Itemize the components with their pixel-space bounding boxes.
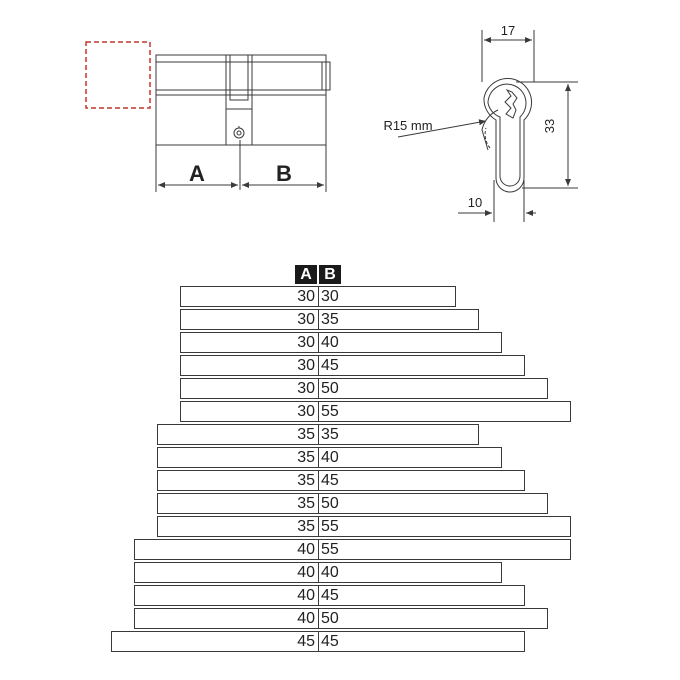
size-divider [318,470,319,491]
size-divider [318,562,319,583]
size-b-value: 40 [321,334,339,351]
size-a-value: 35 [297,518,315,535]
size-a-value: 40 [297,587,315,604]
size-divider [318,378,319,399]
dim-label-17: 17 [501,23,515,38]
radius-label: R15 mm [383,118,432,133]
size-divider [318,401,319,422]
technical-drawing: A B 17 33 10 R15 mm [85,23,578,222]
size-a-value: 30 [297,311,315,328]
size-a-value: 35 [297,495,315,512]
size-a-value: 40 [297,610,315,627]
size-divider [318,286,319,307]
size-row: 30 40 [180,332,502,353]
size-b-value: 35 [321,426,339,443]
fixing-screw-hole [233,127,245,139]
size-divider [318,447,319,468]
size-b-value: 45 [321,472,339,489]
size-a-value: 40 [297,564,315,581]
radius-leader [397,119,487,138]
size-divider [318,355,319,376]
size-row: 30 50 [180,378,548,399]
size-divider [318,424,319,445]
cam-arc [481,109,499,151]
size-a-value: 30 [297,357,315,374]
cylinder-lower-profile [155,95,327,146]
size-b-value: 30 [321,288,339,305]
size-row: 35 40 [157,447,502,468]
size-a-value: 30 [297,380,315,397]
cylinder-side-view [85,41,331,192]
size-row: 35 50 [157,493,548,514]
size-b-value: 50 [321,610,339,627]
size-b-value: 40 [321,564,339,581]
cam-placeholder [85,41,151,109]
size-b-value: 50 [321,495,339,512]
size-a-value: 35 [297,426,315,443]
size-row: 45 45 [111,631,525,652]
size-row: 30 55 [180,401,571,422]
size-table: 30 30 30 35 30 40 30 45 30 50 30 55 35 35 35 40 35 45 35 50… [0,286,680,658]
size-row: 35 55 [157,516,571,537]
label-b: B [276,161,292,186]
size-b-value: 40 [321,449,339,466]
size-divider [318,539,319,560]
size-b-value: 35 [321,311,339,328]
size-a-value: 45 [297,633,315,650]
size-b-value: 55 [321,518,339,535]
size-a-value: 35 [297,449,315,466]
size-row: 40 40 [134,562,502,583]
cylinder-profile-view [397,30,578,222]
size-a-value: 40 [297,541,315,558]
size-divider [318,493,319,514]
size-row: 40 55 [134,539,571,560]
size-a-value: 30 [297,403,315,420]
size-row: 40 45 [134,585,525,606]
dim-label-10: 10 [468,195,482,210]
column-header-a: A [295,265,317,284]
size-divider [318,332,319,353]
size-b-value: 45 [321,633,339,650]
size-row: 30 35 [180,309,479,330]
size-b-value: 55 [321,403,339,420]
size-divider [318,631,319,652]
size-a-value: 35 [297,472,315,489]
cylinder-body [155,54,327,96]
size-divider [318,608,319,629]
size-row: 30 30 [180,286,456,307]
size-row: 40 50 [134,608,548,629]
size-a-value: 30 [297,288,315,305]
key-profile [504,88,518,119]
size-b-value: 55 [321,541,339,558]
size-b-value: 45 [321,587,339,604]
column-header-b: B [319,265,341,284]
size-row: 35 35 [157,424,479,445]
size-b-value: 50 [321,380,339,397]
dim-label-33: 33 [542,119,557,133]
size-divider [318,585,319,606]
profile-outline [483,78,533,193]
size-divider [318,516,319,537]
size-b-value: 45 [321,357,339,374]
size-row: 30 45 [180,355,525,376]
size-divider [318,309,319,330]
size-row: 35 45 [157,470,525,491]
label-a: A [189,161,205,186]
size-a-value: 30 [297,334,315,351]
